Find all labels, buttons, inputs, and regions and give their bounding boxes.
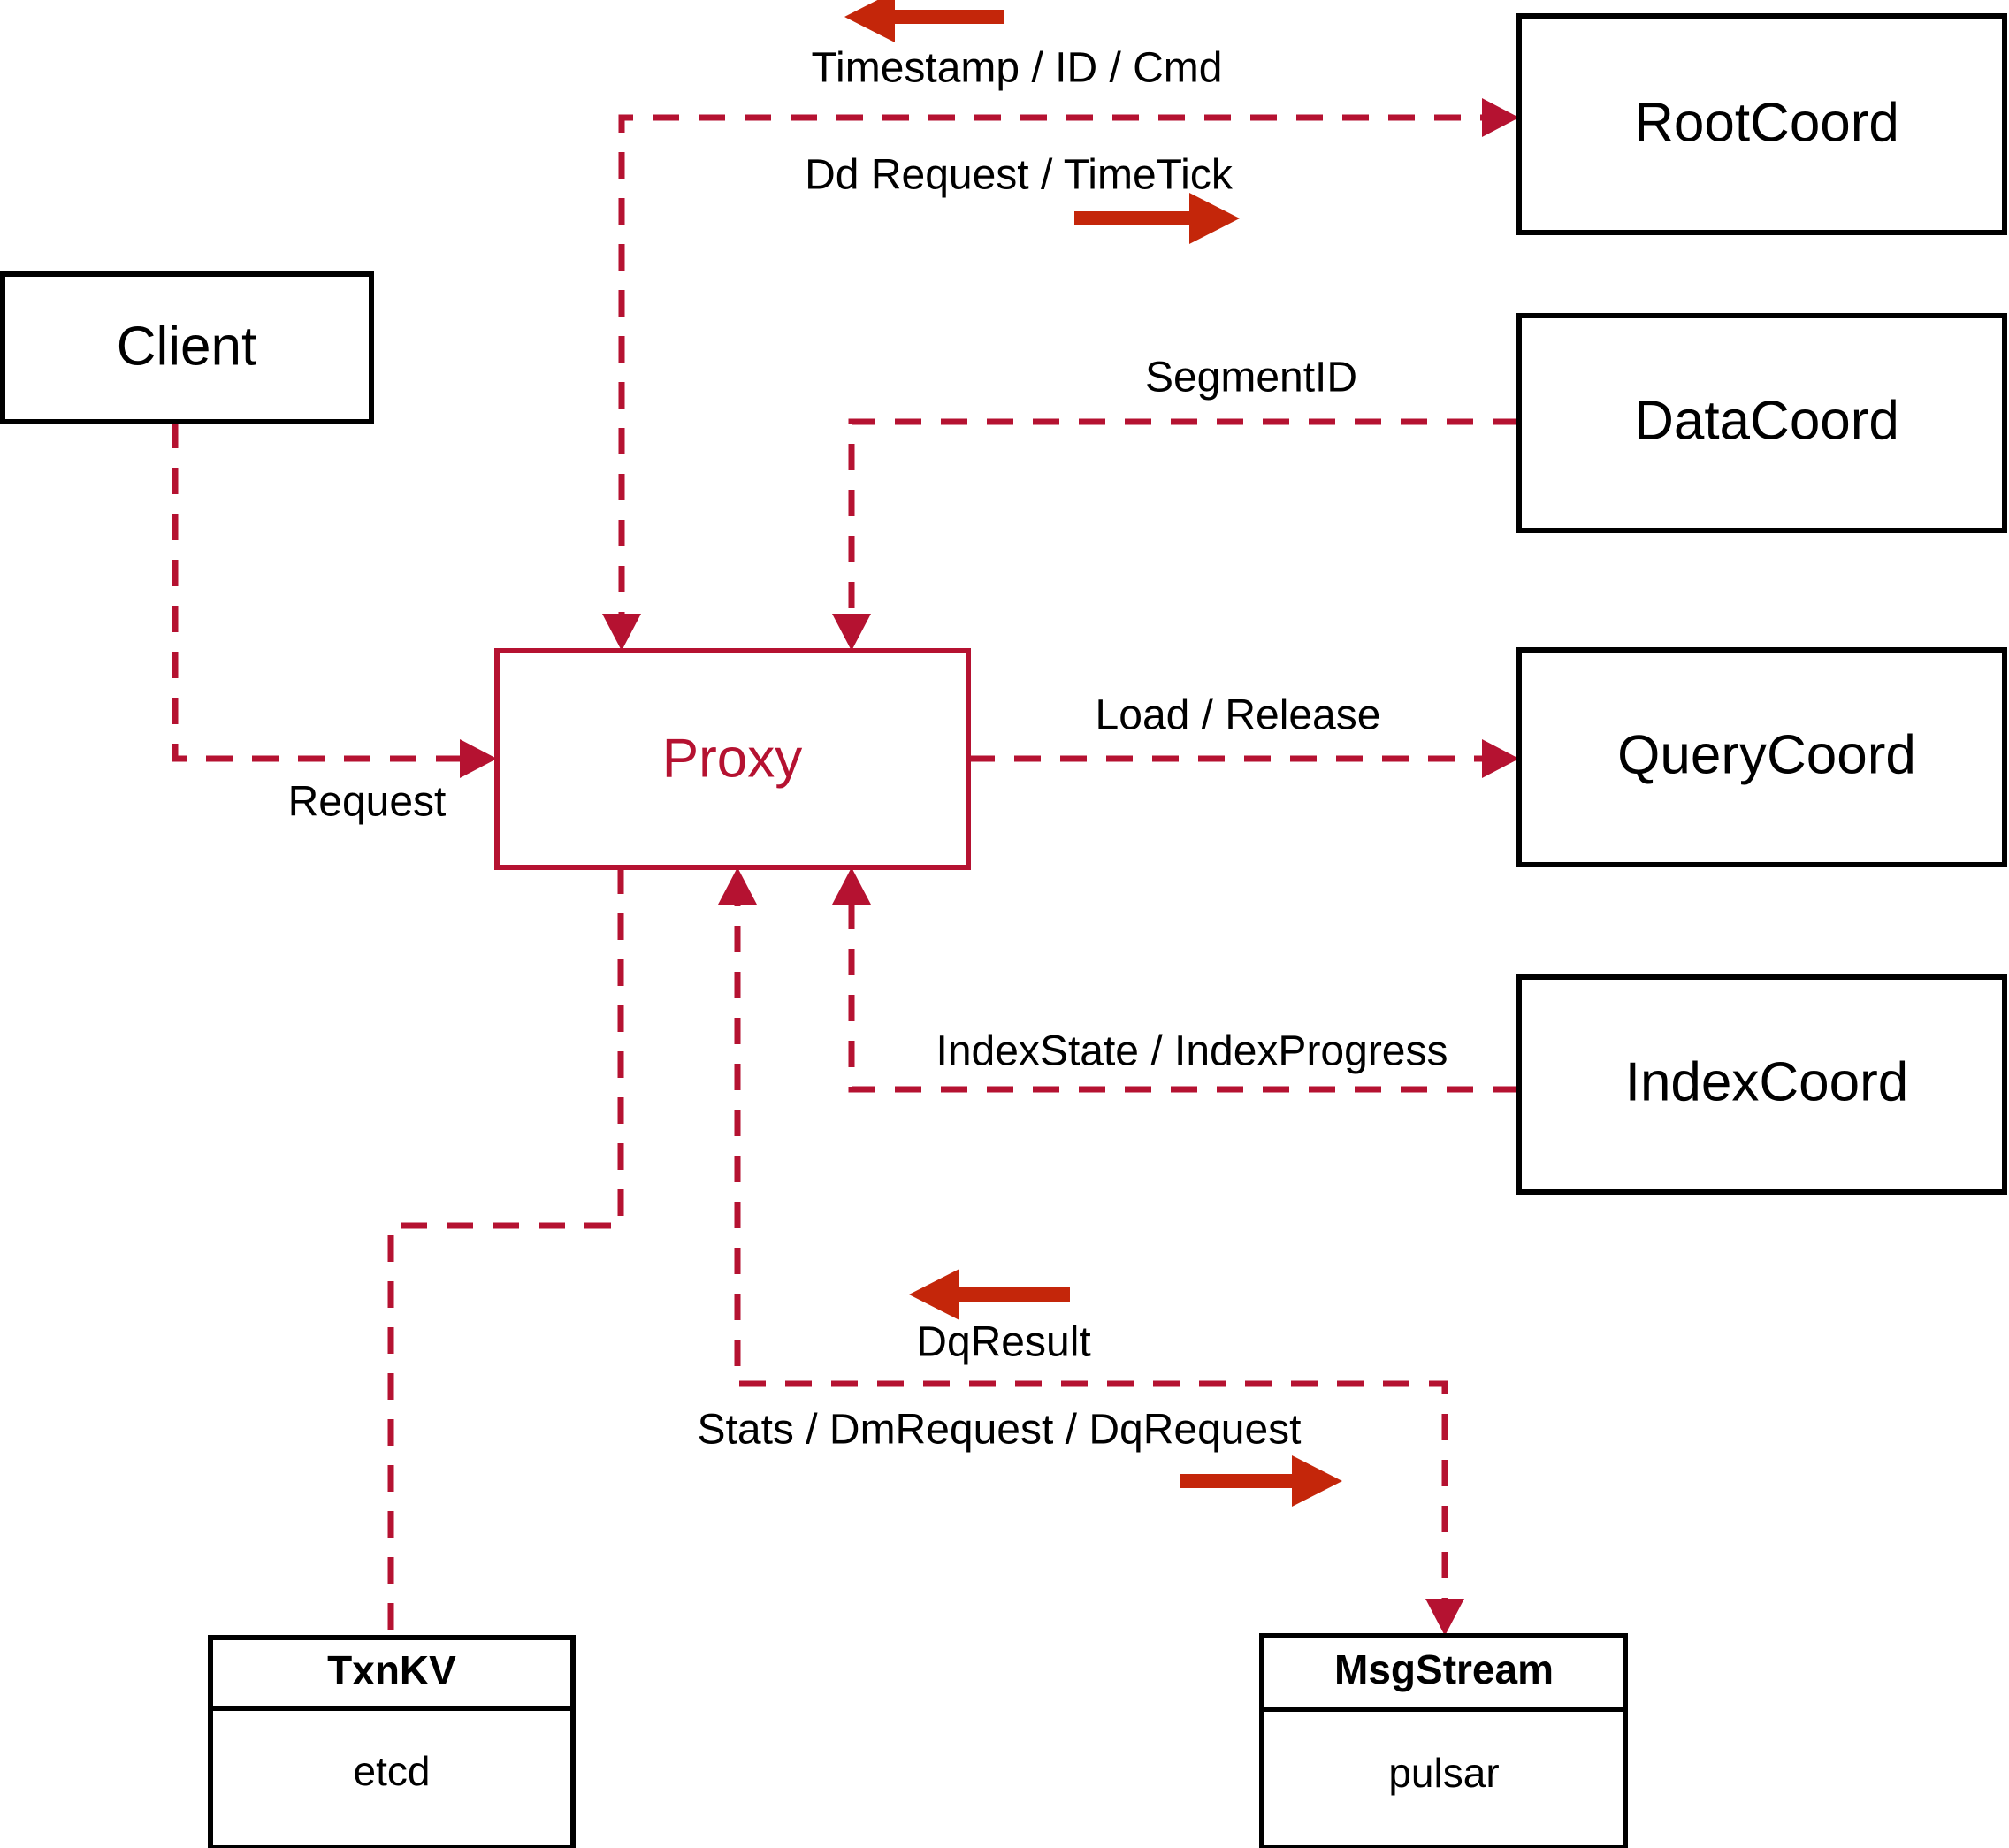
node-msgstream-impl: pulsar <box>1388 1750 1499 1796</box>
edge-path-datacoord-proxy <box>848 418 1519 638</box>
node-txnkv[interactable]: TxnKV etcd <box>208 1635 576 1848</box>
node-querycoord[interactable]: QueryCoord <box>1516 647 2007 867</box>
edge-indexcoord-proxy <box>832 867 1519 1093</box>
node-datacoord-label: DataCoord <box>1634 390 1899 451</box>
arrowhead-into-proxy-left <box>460 739 497 778</box>
edge-label-load-release: Load / Release <box>1096 692 1381 739</box>
node-indexcoord[interactable]: IndexCoord <box>1516 974 2007 1195</box>
arrowhead-into-proxy-top-left <box>602 614 641 651</box>
arrowhead-into-rootcoord <box>1482 98 1519 137</box>
node-txnkv-box[interactable] <box>208 1635 576 1848</box>
edge-proxy-msgstream <box>718 867 1464 1636</box>
node-proxy-label: Proxy <box>662 728 802 789</box>
edge-client-proxy <box>172 422 497 778</box>
node-rootcoord-label: RootCoord <box>1634 92 1899 153</box>
node-client[interactable]: Client <box>0 271 374 424</box>
edge-proxy-querycoord <box>968 739 1519 778</box>
arrowhead-into-proxy-bottom-right <box>832 867 871 905</box>
node-msgstream-box[interactable] <box>1259 1633 1628 1848</box>
node-indexcoord-label: IndexCoord <box>1625 1051 1909 1112</box>
node-client-box[interactable] <box>0 271 374 424</box>
node-rootcoord[interactable]: RootCoord <box>1516 13 2007 235</box>
edge-path-proxy-msgstream <box>734 880 1448 1623</box>
edge-label-stats-dm-dq-request: Stats / DmRequest / DqRequest <box>698 1407 1302 1454</box>
node-querycoord-box[interactable] <box>1516 647 2007 867</box>
edge-label-index-state-progress: IndexState / IndexProgress <box>936 1028 1448 1075</box>
node-proxy-box[interactable] <box>494 648 971 870</box>
direction-arrow-timestamp-left <box>844 0 1004 42</box>
arrowhead-into-proxy-bottom-left <box>718 867 757 905</box>
node-txnkv-impl: etcd <box>354 1748 431 1794</box>
edge-label-dq-result: DqResult <box>916 1319 1090 1366</box>
node-msgstream[interactable]: MsgStream pulsar <box>1259 1633 1628 1848</box>
arrowhead-into-proxy-top-right <box>832 614 871 651</box>
node-txnkv-title: TxnKV <box>327 1647 456 1693</box>
direction-arrow-dqrequest-right <box>1180 1455 1342 1507</box>
edge-label-timestamp-id-cmd: Timestamp / ID / Cmd <box>812 45 1223 92</box>
node-indexcoord-box[interactable] <box>1516 974 2007 1195</box>
node-client-label: Client <box>117 316 257 377</box>
node-msgstream-title: MsgStream <box>1334 1646 1554 1692</box>
node-datacoord[interactable]: DataCoord <box>1516 313 2007 533</box>
node-querycoord-label: QueryCoord <box>1617 724 1916 785</box>
edge-label-request: Request <box>288 779 447 826</box>
direction-arrow-dqresult-left <box>909 1269 1070 1320</box>
edge-proxy-txnkv <box>387 867 624 1638</box>
edge-label-segment-id: SegmentID <box>1145 355 1357 401</box>
arrowhead-into-msgstream <box>1425 1599 1464 1636</box>
edge-path-proxy-txnkv <box>387 867 624 1638</box>
edge-path-client-proxy <box>172 422 485 762</box>
node-proxy[interactable]: Proxy <box>494 648 971 870</box>
node-datacoord-box[interactable] <box>1516 313 2007 533</box>
direction-arrow-ddrequest-right <box>1074 193 1240 244</box>
arrowhead-into-querycoord <box>1482 739 1519 778</box>
edge-datacoord-proxy <box>832 418 1519 651</box>
edge-path-indexcoord-proxy <box>848 880 1519 1093</box>
edge-proxy-rootcoord <box>602 98 1519 651</box>
node-rootcoord-box[interactable] <box>1516 13 2007 235</box>
edge-path-proxy-rootcoord <box>618 114 1507 638</box>
edge-label-dd-request-timetick: Dd Request / TimeTick <box>805 152 1234 199</box>
